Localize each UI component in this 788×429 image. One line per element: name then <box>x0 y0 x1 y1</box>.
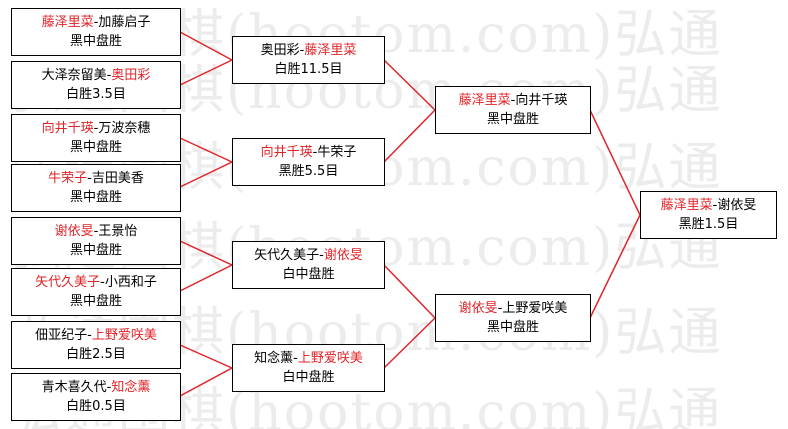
winner-name: 谢依旻 <box>458 301 498 316</box>
connector-r2-3 <box>383 264 436 319</box>
players-label: 藤泽里菜-谢依旻 <box>661 196 757 215</box>
match-box-r1-4: 牛荣子-吉田美香 黑中盘胜 <box>11 164 181 212</box>
result-label: 黑中盘胜 <box>69 34 122 49</box>
result-label: 黑中盘胜 <box>486 112 539 127</box>
match-box-r1-2: 大泽奈留美-奥田彩 白胜3.5目 <box>11 61 181 109</box>
match-box-r1-7: 佃亚纪子-上野爱咲美 白胜2.5目 <box>11 321 181 369</box>
players-label: 矢代久美子-谢依旻 <box>254 246 363 265</box>
winner-name: 矢代久美子 <box>35 275 101 290</box>
result-label: 黑中盘胜 <box>69 190 122 205</box>
connector-r1-4 <box>179 161 233 188</box>
result-label: 白胜11.5目 <box>274 62 343 77</box>
result-label: 白胜0.5目 <box>66 399 126 414</box>
winner-name: 谢依旻 <box>54 224 94 239</box>
loser-name: -加藤启子 <box>93 15 151 30</box>
result-label: 白胜3.5目 <box>66 87 126 102</box>
connector-r1-5 <box>179 240 233 266</box>
connector-r3-1 <box>589 109 641 216</box>
players-label: 牛荣子-吉田美香 <box>48 169 144 188</box>
connector-r1-6 <box>179 264 233 292</box>
connector-r1-3 <box>179 137 233 163</box>
players-label: 奥田彩-藤泽里菜 <box>261 41 357 60</box>
match-box-r1-8: 青木喜久代-知念薰 白胜0.5目 <box>11 373 181 421</box>
players-label: 谢依旻-王景怡 <box>55 222 138 241</box>
result-label: 黑胜1.5目 <box>678 217 739 232</box>
winner-name: 藤泽里菜 <box>458 93 511 108</box>
loser-name: 大泽奈留美- <box>41 68 112 83</box>
match-box-r1-1: 藤泽里菜-加藤启子 黑中盘胜 <box>11 8 181 56</box>
match-box-r1-5: 谢依旻-王景怡 黑中盘胜 <box>11 217 181 265</box>
players-label: 谢依旻-上野爱咲美 <box>459 299 568 318</box>
players-label: 藤泽里菜-向井千瑛 <box>459 91 568 110</box>
connector-r2-1 <box>383 59 436 111</box>
loser-name: -上野爱咲美 <box>497 301 568 316</box>
match-box-r1-6: 矢代久美子-小西和子 黑中盘胜 <box>11 268 181 316</box>
loser-name: 奥田彩- <box>260 43 305 58</box>
match-box-r1-3: 向井千瑛-万波奈穗 黑中盘胜 <box>11 114 181 162</box>
match-box-final: 藤泽里菜-谢依旻 黑胜1.5目 <box>640 191 777 239</box>
result-label: 黑中盘胜 <box>69 243 122 258</box>
result-label: 黑胜5.5目 <box>278 164 339 179</box>
connector-r1-1 <box>179 31 233 61</box>
result-label: 黑中盘胜 <box>486 320 539 335</box>
loser-name: 青木喜久代- <box>41 380 112 395</box>
match-box-r3-1: 藤泽里菜-向井千瑛 黑中盘胜 <box>435 86 591 134</box>
players-label: 藤泽里菜-加藤启子 <box>42 13 151 32</box>
winner-name: 牛荣子 <box>48 171 88 186</box>
result-label: 白中盘胜 <box>282 267 335 282</box>
connector-r1-8 <box>179 367 233 397</box>
players-label: 知念薰-上野爱咲美 <box>254 349 363 368</box>
loser-name: -牛荣子 <box>312 145 357 160</box>
winner-name: 奥田彩 <box>111 68 151 83</box>
winner-name: 上野爱咲美 <box>297 351 363 366</box>
result-label: 白胜2.5目 <box>66 347 126 362</box>
winner-name: 向井千瑛 <box>260 145 313 160</box>
players-label: 向井千瑛-牛荣子 <box>261 143 357 162</box>
connector-r2-2 <box>383 109 436 163</box>
match-box-r2-2: 向井千瑛-牛荣子 黑胜5.5目 <box>232 138 385 186</box>
winner-name: 向井千瑛 <box>41 121 94 136</box>
result-label: 白中盘胜 <box>282 370 335 385</box>
loser-name: -王景怡 <box>93 224 138 239</box>
winner-name: 谢依旻 <box>323 248 363 263</box>
match-box-r3-2: 谢依旻-上野爱咲美 黑中盘胜 <box>435 294 591 342</box>
winner-name: 藤泽里菜 <box>304 43 357 58</box>
loser-name: 矢代久美子- <box>254 248 324 263</box>
connector-r1-7 <box>179 344 233 369</box>
loser-name: -小西和子 <box>100 275 157 290</box>
players-label: 青木喜久代-知念薰 <box>42 378 151 397</box>
connector-r2-4 <box>383 317 436 369</box>
loser-name: 佃亚纪子- <box>35 328 92 343</box>
players-label: 佃亚纪子-上野爱咲美 <box>35 326 157 345</box>
players-label: 大泽奈留美-奥田彩 <box>42 66 151 85</box>
players-label: 矢代久美子-小西和子 <box>35 273 157 292</box>
winner-name: 知念薰 <box>111 380 151 395</box>
loser-name: -万波奈穗 <box>93 121 151 136</box>
loser-name: -谢依旻 <box>712 198 757 213</box>
winner-name: 上野爱咲美 <box>91 328 157 343</box>
loser-name: -吉田美香 <box>87 171 144 186</box>
result-label: 黑中盘胜 <box>69 294 122 309</box>
match-box-r2-3: 矢代久美子-谢依旻 白中盘胜 <box>232 241 385 289</box>
winner-name: 藤泽里菜 <box>41 15 94 30</box>
match-box-r2-1: 奥田彩-藤泽里菜 白胜11.5目 <box>232 36 385 84</box>
connector-r1-2 <box>179 59 233 86</box>
result-label: 黑中盘胜 <box>69 140 122 155</box>
match-box-r2-4: 知念薰-上野爱咲美 白中盘胜 <box>232 344 385 392</box>
players-label: 向井千瑛-万波奈穗 <box>42 119 151 138</box>
connector-r3-2 <box>589 214 641 319</box>
loser-name: -向井千瑛 <box>510 93 568 108</box>
loser-name: 知念薰- <box>254 351 298 366</box>
winner-name: 藤泽里菜 <box>660 198 713 213</box>
